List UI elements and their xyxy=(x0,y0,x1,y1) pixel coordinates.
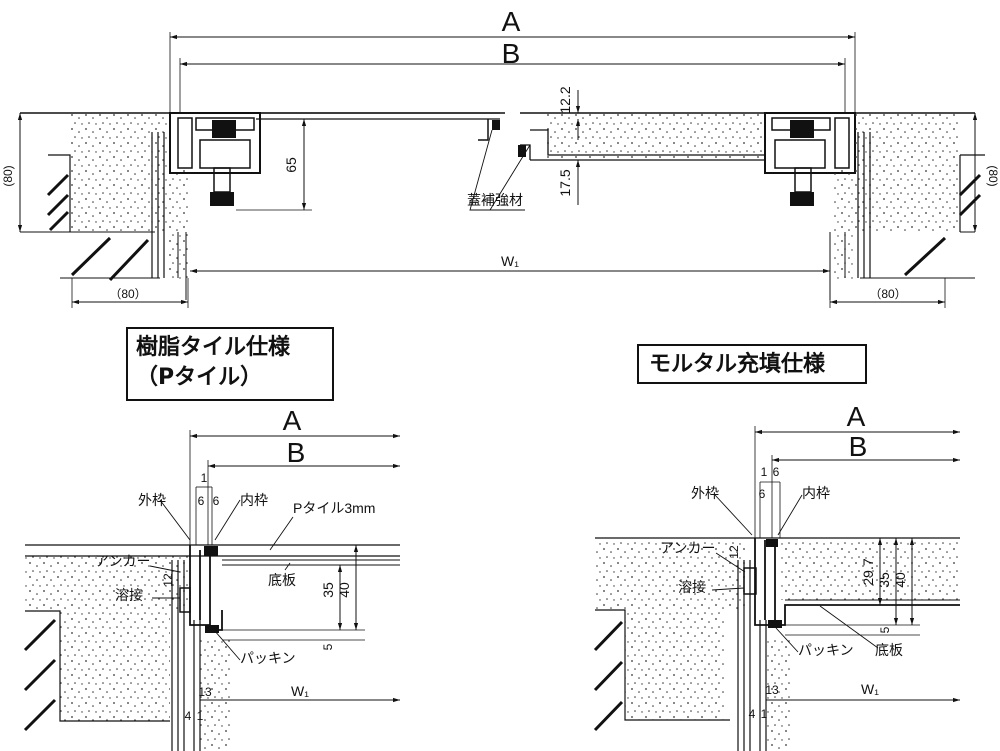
left-spec-title-line1: 樹脂タイル仕様 xyxy=(136,335,291,360)
label-B-top: B xyxy=(502,38,521,69)
left-anchor: アンカー xyxy=(95,553,150,569)
left-dim-5: 5 xyxy=(321,643,335,650)
left-dim-35: 35 xyxy=(320,582,336,598)
right-dim-6a: 6 xyxy=(773,465,780,479)
left-base-plate: 底板 xyxy=(268,572,296,588)
left-frame-assembly xyxy=(169,112,261,206)
label-80-right-h: （80） xyxy=(869,287,906,301)
right-spec-title-text: モルタル充填仕様 xyxy=(649,352,826,377)
left-dim-1b: 1 xyxy=(197,709,204,723)
label-12-2: 12.2 xyxy=(557,86,573,113)
left-dim-W1: W₁ xyxy=(291,683,309,699)
left-weld: 溶接 xyxy=(115,587,143,603)
left-detail: A B 1 6 6 外枠 内枠 Pタイル3mm アンカー 12 溶接 底板 35… xyxy=(23,405,400,751)
label-W1-top: W₁ xyxy=(501,253,519,269)
right-detail: A B 1 6 6 外枠 内枠 アンカー 12 溶接 29.7 35 40 5 … xyxy=(593,401,960,751)
label-80-right-v: (80) xyxy=(986,165,1000,186)
left-dim-40: 40 xyxy=(336,582,352,598)
left-label-A: A xyxy=(283,405,302,436)
right-weld: 溶接 xyxy=(678,579,706,595)
top-section: A B W₁ (80) (80) （80） （80） 65 12.2 17.5 … xyxy=(1,6,1000,308)
label-A-top: A xyxy=(502,6,521,37)
right-dim-12: 12 xyxy=(727,545,741,559)
right-inner-frame: 内枠 xyxy=(802,485,830,501)
label-65: 65 xyxy=(283,157,299,173)
right-dim-5: 5 xyxy=(878,626,892,633)
label-80-left-h: （80） xyxy=(109,287,146,301)
label-stiffener: 蓋補強材 xyxy=(467,192,523,208)
left-dim-1: 1 xyxy=(201,471,208,485)
right-dim-13: 13 xyxy=(765,683,779,697)
right-dim-6b: 6 xyxy=(759,487,766,501)
left-outer-frame: 外枠 xyxy=(138,492,166,508)
right-dim-4: 4 xyxy=(749,707,756,721)
left-spec-title: 樹脂タイル仕様 （Pタイル） xyxy=(126,327,334,401)
left-dim-13: 13 xyxy=(198,685,212,699)
left-dim-6b: 6 xyxy=(213,494,220,508)
right-label-A: A xyxy=(847,401,866,432)
right-dim-W1: W₁ xyxy=(861,681,879,697)
right-anchor: アンカー xyxy=(660,540,715,556)
right-label-B: B xyxy=(849,431,868,462)
right-dim-29-7: 29.7 xyxy=(860,558,876,585)
right-dim-1b: 1 xyxy=(761,707,768,721)
left-label-B: B xyxy=(287,437,306,468)
right-outer-frame: 外枠 xyxy=(691,485,719,501)
left-spec-title-line2: （Pタイル） xyxy=(136,364,263,390)
right-packing: パッキン xyxy=(798,642,854,658)
left-dim-6a: 6 xyxy=(198,494,205,508)
left-dim-4: 4 xyxy=(185,709,192,723)
right-dim-40: 40 xyxy=(892,572,908,588)
label-80-left-v: (80) xyxy=(1,165,15,186)
right-base-plate: 底板 xyxy=(875,642,903,658)
left-inner-frame: 内枠 xyxy=(240,492,268,508)
right-dim-1: 1 xyxy=(761,465,768,479)
left-packing: パッキン xyxy=(240,650,296,666)
concrete-left xyxy=(70,113,168,232)
left-dim-12: 12 xyxy=(161,573,175,587)
left-ptile: Pタイル3mm xyxy=(293,500,375,516)
label-17-5: 17.5 xyxy=(557,169,573,196)
right-spec-title: モルタル充填仕様 xyxy=(637,344,867,384)
right-dim-35: 35 xyxy=(876,572,892,588)
